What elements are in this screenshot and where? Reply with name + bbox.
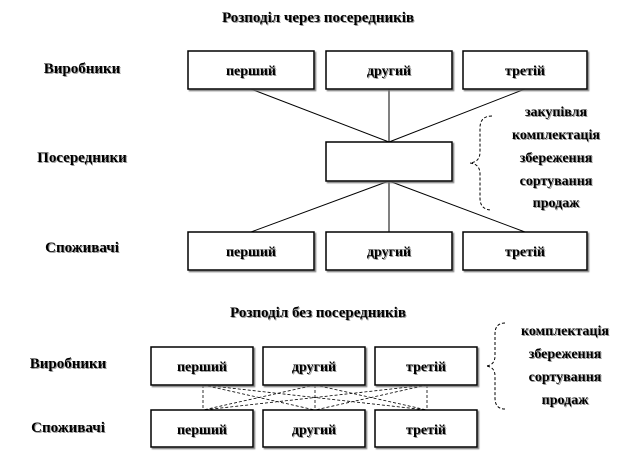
top-consumer-box-3: третій — [462, 231, 588, 271]
bottom-producer-box-2: другий — [262, 346, 366, 386]
box-label: третій — [406, 423, 446, 438]
box-label: другий — [292, 423, 336, 438]
connector-line — [388, 88, 526, 143]
box-label: перший — [226, 64, 276, 79]
top-function-3: збереження — [520, 151, 593, 166]
top-functions-brace — [469, 115, 493, 211]
top-function-1: закупівля — [525, 105, 588, 120]
bottom-label-consumers: Споживачі — [31, 420, 105, 436]
box-label: другий — [367, 64, 411, 79]
box-label: третій — [406, 360, 446, 375]
top-function-2: комплектація — [512, 128, 600, 143]
bottom-function-2: збереження — [529, 347, 602, 362]
bottom-producer-box-1: перший — [150, 346, 254, 386]
intermediary-box — [325, 141, 453, 182]
top-label-consumers: Споживачі — [45, 240, 119, 256]
connector-line — [388, 180, 526, 233]
box-label: третій — [505, 64, 545, 79]
bottom-functions-brace — [485, 322, 506, 410]
bottom-title: Розподіл без посередників — [230, 305, 406, 321]
top-producer-box-2: другий — [325, 50, 453, 90]
box-label: другий — [292, 360, 336, 375]
top-consumer-box-1: перший — [187, 231, 315, 271]
box-label: перший — [226, 245, 276, 260]
top-function-4: сортування — [520, 174, 593, 189]
box-label: третій — [505, 245, 545, 260]
bottom-label-producers: Виробники — [30, 356, 107, 372]
top-producer-box-1: перший — [187, 50, 315, 90]
top-producer-box-3: третій — [462, 50, 588, 90]
top-label-producers: Виробники — [44, 61, 121, 77]
bottom-function-4: продаж — [542, 393, 590, 408]
top-title: Розподіл через посередників — [222, 10, 414, 26]
top-function-5: продаж — [533, 196, 581, 211]
top-label-intermediaries: Посередники — [37, 150, 127, 166]
direct-connectors — [202, 384, 428, 411]
box-label: другий — [367, 245, 411, 260]
bottom-function-1: комплектація — [521, 324, 609, 339]
box-label: перший — [177, 360, 227, 375]
bottom-consumer-box-2: другий — [262, 409, 366, 448]
bottom-function-3: сортування — [529, 370, 602, 385]
box-label: перший — [177, 423, 227, 438]
connector-line — [250, 180, 390, 233]
connector-line — [250, 88, 390, 143]
top-consumer-box-2: другий — [325, 231, 453, 271]
bottom-consumer-box-3: третій — [374, 409, 478, 448]
bottom-consumer-box-1: перший — [150, 409, 254, 448]
bottom-producer-box-3: третій — [374, 346, 478, 386]
